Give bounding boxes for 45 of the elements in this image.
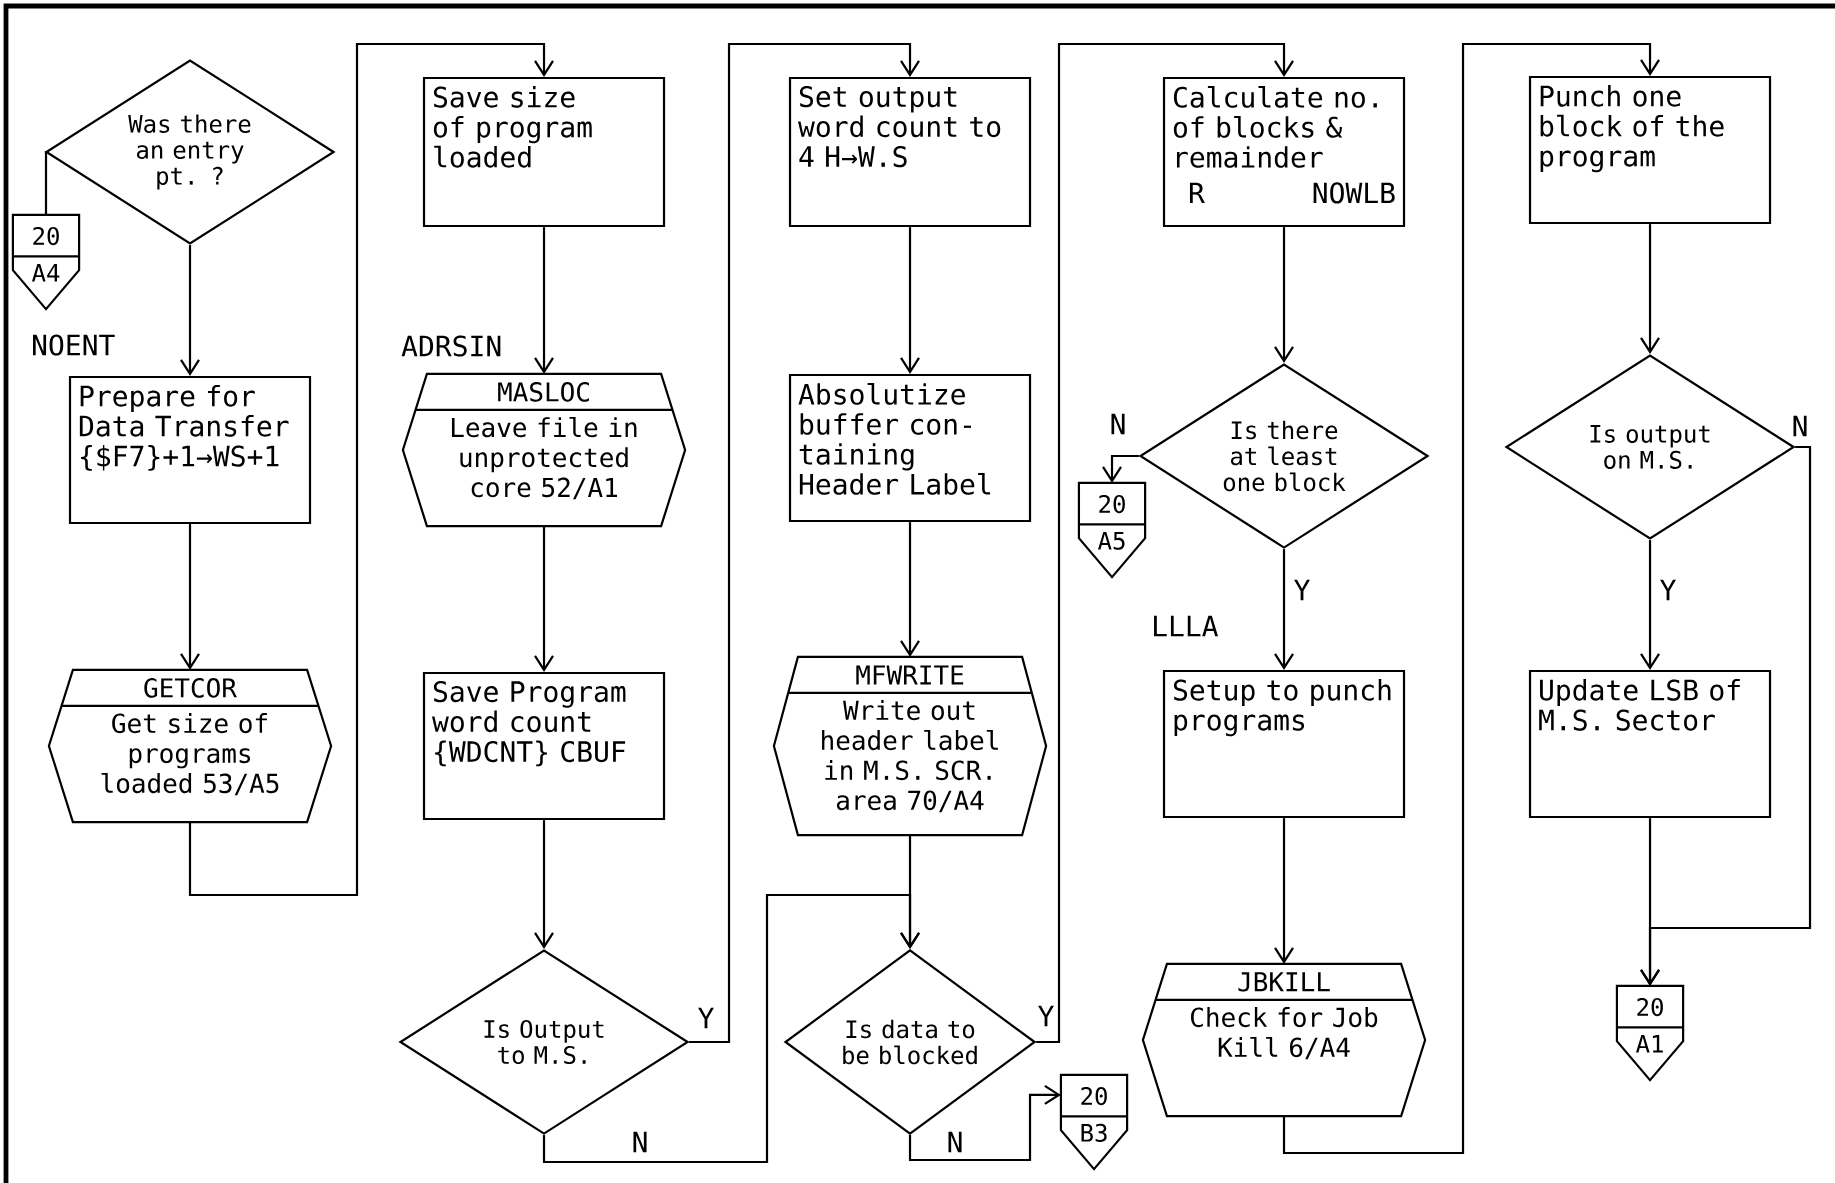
offpage-connector: 20 A1 — [1615, 984, 1685, 1082]
offpage-connector: 20 B3 — [1059, 1073, 1129, 1171]
subroutine-hexagon: MASLOC Leave file in unprotected core 52/A1 — [401, 372, 687, 528]
arrow — [1640, 224, 1660, 354]
process-box: Save Program word count {WDCNT} CBUF — [422, 671, 666, 821]
subroutine-hexagon: JBKILL Check for Job Kill 6/A4 — [1141, 962, 1427, 1118]
offpage-connector: 20 A5 — [1077, 481, 1147, 579]
arrow — [1640, 540, 1660, 670]
arrow — [908, 1085, 1061, 1162]
arrow — [1274, 227, 1294, 363]
arrow — [1036, 42, 1294, 1044]
connector-line — [43, 150, 48, 215]
arrow — [1282, 42, 1660, 1155]
process-box: Absolutize buffer con- taining Header Label — [788, 373, 1032, 523]
arrow — [1102, 454, 1139, 483]
subroutine-hexagon: GETCOR Get size of programs loaded 53/A5 — [47, 668, 333, 824]
process-box: Set output word count to 4 H→W.S — [788, 76, 1032, 228]
arrow — [1274, 549, 1294, 670]
process-box: Save size of program loaded — [422, 76, 666, 228]
edge-label: Y — [1291, 577, 1313, 603]
edge-label: Y — [695, 1005, 717, 1031]
process-box: Punch one block of the program — [1528, 75, 1772, 225]
arrow — [900, 835, 920, 949]
arrow — [900, 227, 920, 374]
arrow — [534, 227, 554, 374]
process-box: Setup to punch programs — [1162, 669, 1406, 819]
edge-label: N — [1107, 411, 1129, 437]
arrow — [689, 42, 920, 1044]
entry-name: LLLA — [1154, 615, 1219, 637]
arrow — [534, 820, 554, 949]
entry-name: NOENT — [33, 334, 115, 356]
arrow — [1640, 818, 1660, 986]
process-box: Update LSB of M.S. Sector — [1528, 669, 1772, 819]
arrow — [180, 524, 200, 670]
offpage-connector: 20 A4 — [11, 213, 81, 311]
subroutine-hexagon: MFWRITE Write out header label in M.S. SCR. area 70/A4 — [772, 655, 1048, 837]
process-box: Prepare for Data Transfer {$F7}+1→WS+1 — [68, 375, 312, 525]
edge-label: Y — [1657, 577, 1679, 603]
arrow — [900, 522, 920, 657]
arrow — [188, 42, 554, 897]
arrow — [1274, 818, 1294, 964]
arrow — [534, 526, 554, 672]
edge-label: Y — [1035, 1003, 1057, 1029]
arrow — [180, 245, 200, 376]
process-box: Calculate no. of blocks & remainder R NOWLB — [1162, 76, 1406, 228]
